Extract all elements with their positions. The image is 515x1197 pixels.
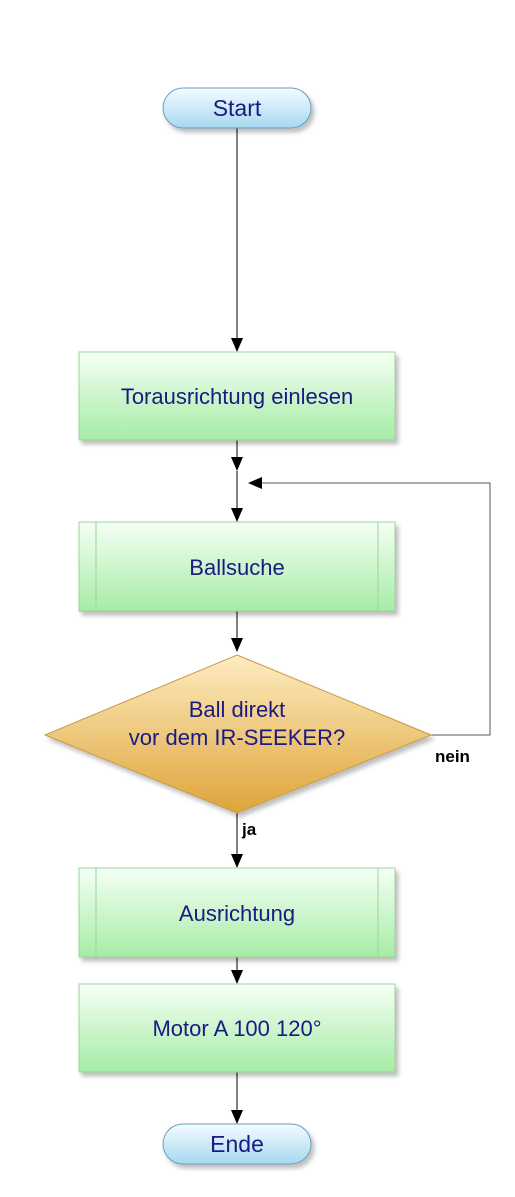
edge-label-no: nein (435, 747, 470, 766)
subprocess-ball-search (78, 521, 396, 612)
motor-label: Motor A 100 120° (152, 1016, 321, 1041)
process-read-goal (78, 351, 396, 441)
end-terminal (162, 1123, 312, 1165)
read-goal-label: Torausrichtung einlesen (121, 384, 353, 409)
arrowhead-icon (231, 1110, 243, 1124)
ball-search-label: Ballsuche (189, 555, 284, 580)
arrowhead-icon (231, 854, 243, 868)
edge-label-yes: ja (241, 820, 257, 839)
align-label: Ausrichtung (179, 901, 295, 926)
start-label: Start (213, 95, 262, 121)
end-label: Ende (210, 1131, 264, 1157)
arrowhead-icon (248, 477, 262, 489)
decision-label-line2: vor dem IR-SEEKER? (129, 725, 345, 750)
decision-label-line1: Ball direkt (189, 697, 286, 722)
connector-no-loop (262, 482, 491, 736)
subprocess-align (78, 867, 396, 958)
arrowhead-icon (231, 638, 243, 652)
start-terminal (162, 87, 312, 129)
arrowhead-icon (231, 508, 243, 522)
arrowhead-icon (231, 970, 243, 984)
decision-ball-in-front (43, 654, 433, 814)
process-motor (78, 983, 396, 1073)
arrowhead-icon (231, 338, 243, 352)
arrowhead-icon (231, 457, 243, 471)
